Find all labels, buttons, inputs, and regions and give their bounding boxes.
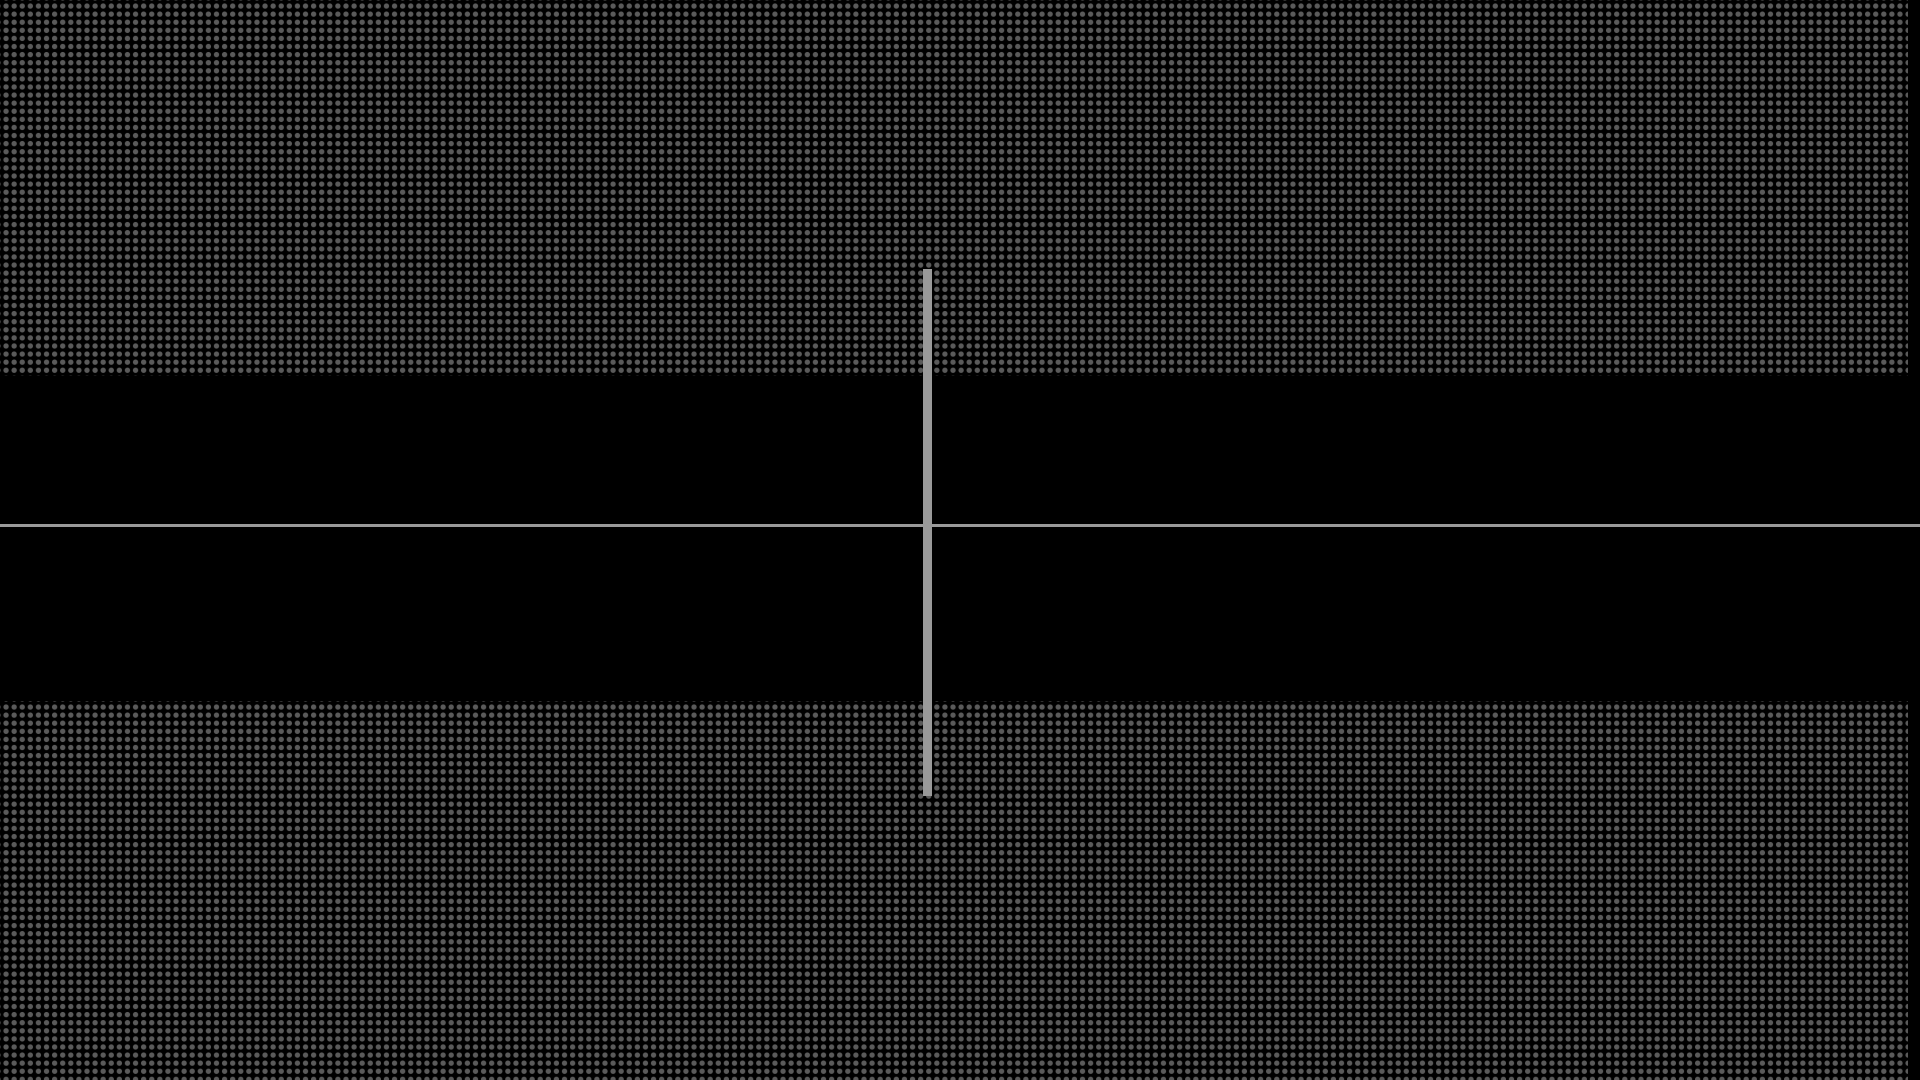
dot-pattern-top: [0, 0, 1908, 376]
center-black-band: [0, 376, 1920, 701]
dot-pattern-bottom: [0, 701, 1908, 1080]
vertical-divider-bar[interactable]: [923, 269, 932, 796]
horizontal-line: [0, 524, 1920, 527]
